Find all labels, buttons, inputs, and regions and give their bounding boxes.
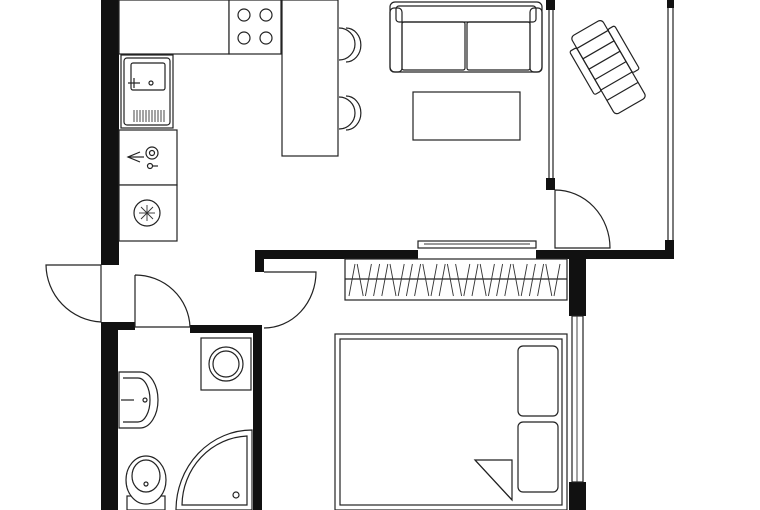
balcony-door-swing: [554, 189, 611, 249]
bedroom-door-swing: [263, 271, 317, 329]
wall-bedroom-west-stub: [255, 250, 264, 272]
wardrobe-hanger: [537, 263, 545, 297]
wardrobe-hangers: [348, 263, 561, 297]
wardrobe-hanger: [496, 263, 504, 297]
wall-balcony-post: [546, 178, 555, 190]
tv-stand-icon: [417, 240, 537, 249]
wardrobe-hanger: [446, 263, 454, 297]
pillow-bottom: [517, 421, 559, 493]
wardrobe-hanger: [422, 263, 430, 297]
wall-bath-east: [253, 325, 262, 510]
wardrobe-hanger: [364, 263, 372, 297]
pillow-top: [517, 345, 559, 417]
sink-icon: [120, 54, 174, 129]
wardrobe-hanger: [455, 263, 463, 297]
wardrobe-hanger: [348, 263, 356, 297]
wall-bath-top: [190, 325, 261, 333]
wardrobe-hanger: [381, 263, 389, 297]
wall-west-lower: [101, 322, 118, 510]
bar-stool-icon: [338, 27, 362, 131]
wall-balcony-east-post: [667, 0, 674, 8]
wardrobe-hanger: [479, 263, 487, 297]
wall-bedroom-east-upper: [569, 250, 586, 316]
wall-hall-stub: [101, 322, 135, 330]
fridge-icon: [118, 184, 178, 242]
walls: [101, 0, 674, 510]
deck-chair-icon: [569, 20, 646, 115]
wardrobe-hanger: [397, 263, 405, 297]
entrance-door-swing: [45, 264, 102, 323]
wardrobe-icon: [344, 258, 568, 301]
wall-west-upper: [101, 0, 119, 265]
wardrobe-hanger: [553, 263, 561, 297]
wardrobe-hanger: [471, 263, 479, 297]
wardrobe-hanger: [414, 263, 422, 297]
wardrobe-hanger: [438, 263, 446, 297]
bathroom: [118, 337, 253, 510]
washing-machine-icon: [200, 337, 252, 391]
wall-balcony-top-post: [546, 0, 555, 10]
bedroom: [334, 258, 568, 510]
wall-bedroom-top-left: [255, 250, 418, 259]
washbasin-icon: [118, 371, 159, 429]
wardrobe-hanger: [430, 263, 438, 297]
wardrobe-hanger: [528, 263, 536, 297]
wall-bedroom-east-lower: [569, 482, 586, 510]
coffee-table-icon: [412, 91, 521, 141]
doors: [45, 189, 611, 329]
wall-bedroom-top-right: [536, 250, 674, 259]
wardrobe-hanger: [520, 263, 528, 297]
toilet-icon: [125, 455, 167, 510]
shower-tray-icon: [175, 429, 253, 510]
windows: [548, 8, 674, 483]
wardrobe-hanger: [373, 263, 381, 297]
wardrobe-hanger: [487, 263, 495, 297]
kitchen: [118, 0, 362, 242]
balcony: [569, 20, 646, 115]
bar-counter-icon: [281, 0, 339, 157]
wardrobe-hanger: [356, 263, 364, 297]
wall-balcony-corner: [665, 240, 674, 259]
wardrobe-hanger: [545, 263, 553, 297]
living: [389, 1, 543, 249]
cooktop-icon: [228, 0, 282, 55]
wardrobe-hanger: [463, 263, 471, 297]
wardrobe-hanger: [512, 263, 520, 297]
wardrobe-hanger: [405, 263, 413, 297]
oven-icon: [118, 129, 178, 186]
sofa-icon: [389, 1, 543, 73]
wardrobe-hanger: [389, 263, 397, 297]
kitchen-counter-icon: [118, 0, 230, 55]
bedroom-window: [571, 315, 584, 483]
double-bed-icon: [334, 333, 568, 510]
wardrobe-hanger: [504, 263, 512, 297]
bathroom-door-swing: [134, 274, 191, 328]
